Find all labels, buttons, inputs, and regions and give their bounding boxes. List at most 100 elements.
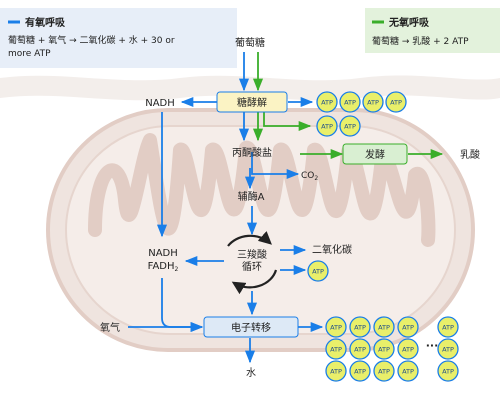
atp-token: ATP [307, 260, 329, 282]
atp-token: ATP [362, 91, 384, 113]
legend-anaerobic: 无氧呼吸 葡萄糖 → 乳酸 + 2 ATP [365, 8, 500, 53]
electron-transport-box [203, 316, 299, 338]
ellipsis-label: ··· [426, 339, 439, 352]
glycolysis-box [216, 91, 288, 113]
co2-label: CO2 [301, 171, 318, 182]
legend-anaerobic-title: 无氧呼吸 [388, 16, 430, 29]
atp-token-circle [325, 338, 347, 360]
atp-token-circle [316, 115, 338, 137]
atp-token-label: ATP [330, 346, 342, 354]
atp-token-label: ATP [344, 99, 356, 107]
atp-token: ATP [437, 338, 459, 360]
legend-aerobic-equation-line2: more ATP [8, 49, 51, 59]
atp-token: ATP [325, 360, 347, 382]
atp-token: ATP [349, 360, 371, 382]
atp-token-label: ATP [354, 368, 366, 376]
atp-token-circle [325, 360, 347, 382]
water-label: 水 [246, 367, 256, 379]
glycolysis-label: 糖酵解 [237, 96, 267, 109]
krebs-cycle-label-line2: 循环 [242, 260, 262, 273]
atp-token-label: ATP [442, 368, 454, 376]
atp-token-label: ATP [367, 99, 379, 107]
atp-token: ATP [316, 115, 338, 137]
atp-token-circle [437, 316, 459, 338]
legend-aerobic: 有氧呼吸 葡萄糖 + 氧气 → 二氧化碳 + 水 + 30 or more AT… [0, 8, 237, 68]
mitochondrion-illustration [46, 108, 475, 352]
krebs-cycle-label-line1: 三羧酸 [237, 248, 267, 261]
legend-aerobic-title: 有氧呼吸 [25, 16, 66, 29]
atp-token-circle [349, 316, 371, 338]
atp-token: ATP [316, 91, 338, 113]
atp-token: ATP [373, 338, 395, 360]
atp-token: ATP [397, 360, 419, 382]
atp-token-circle [339, 115, 361, 137]
atp-token: ATP [437, 316, 459, 338]
atp-token: ATP [397, 316, 419, 338]
atp-token-label: ATP [378, 368, 390, 376]
legend-aerobic-equation-line1: 葡萄糖 + 氧气 → 二氧化碳 + 水 + 30 or [8, 34, 175, 46]
atp-token: ATP [397, 338, 419, 360]
atp-token-label: ATP [321, 99, 333, 107]
atp-token: ATP [437, 360, 459, 382]
fermentation-label: 发酵 [365, 148, 385, 161]
atp-token-circle [362, 91, 384, 113]
atp-token-circle [373, 316, 395, 338]
oxygen-label: 氧气 [100, 321, 120, 334]
fermentation-box [342, 143, 408, 165]
atp-token-label: ATP [378, 346, 390, 354]
electron-transport-label: 电子转移 [231, 321, 271, 334]
atp-token-circle [437, 360, 459, 382]
aerobic-pathway-arrows [128, 52, 324, 364]
atp-token: ATP [349, 316, 371, 338]
atp-token: ATP [349, 338, 371, 360]
atp-token-label: ATP [330, 368, 342, 376]
atp-token-label: ATP [312, 268, 324, 276]
atp-token: ATP [385, 91, 407, 113]
atp-token-label: ATP [390, 99, 402, 107]
atp-token-label: ATP [378, 324, 390, 332]
atp-tokens: ATP ATP ATP ATP ATP ATP ATP ATP ATP ATP ATP ATP ATP A… [307, 91, 459, 382]
atp-token-circle [373, 338, 395, 360]
atp-token-label: ATP [402, 346, 414, 354]
atp-token-circle [339, 91, 361, 113]
carbon-dioxide-label: 二氧化碳 [312, 243, 352, 256]
acetyl-coa-label: 辅酶A [238, 190, 265, 203]
glucose-label: 葡萄糖 [235, 36, 265, 49]
atp-token-label: ATP [344, 123, 356, 131]
atp-token-circle [385, 91, 407, 113]
lactate-label: 乳酸 [460, 148, 480, 161]
atp-token: ATP [325, 316, 347, 338]
atp-token: ATP [373, 316, 395, 338]
atp-token-circle [397, 316, 419, 338]
nadh-top-label: NADH [145, 98, 175, 109]
atp-token-circle [397, 360, 419, 382]
atp-token-label: ATP [354, 346, 366, 354]
atp-token-label: ATP [330, 324, 342, 332]
atp-token-label: ATP [321, 123, 333, 131]
atp-token-label: ATP [354, 324, 366, 332]
anaerobic-pathway-arrows [252, 52, 444, 160]
atp-token-label: ATP [402, 324, 414, 332]
atp-token: ATP [339, 91, 361, 113]
atp-token-circle [349, 338, 371, 360]
atp-token: ATP [339, 115, 361, 137]
atp-token-label: ATP [402, 368, 414, 376]
pyruvate-label: 丙酮酸盐 [232, 146, 272, 159]
atp-token-circle [437, 338, 459, 360]
atp-token-circle [397, 338, 419, 360]
atp-token: ATP [373, 360, 395, 382]
atp-token: ATP [325, 338, 347, 360]
krebs-cycle-arrows [227, 231, 278, 295]
fadh2-label: FADH2 [148, 261, 179, 273]
atp-token-circle [373, 360, 395, 382]
atp-token-label: ATP [442, 346, 454, 354]
legend-anaerobic-equation: 葡萄糖 → 乳酸 + 2 ATP [372, 35, 469, 47]
atp-token-circle [325, 316, 347, 338]
nadh-mid-label: NADH [148, 248, 178, 259]
atp-token-label: ATP [442, 324, 454, 332]
atp-token-circle [307, 260, 329, 282]
atp-token-circle [316, 91, 338, 113]
atp-token-circle [349, 360, 371, 382]
